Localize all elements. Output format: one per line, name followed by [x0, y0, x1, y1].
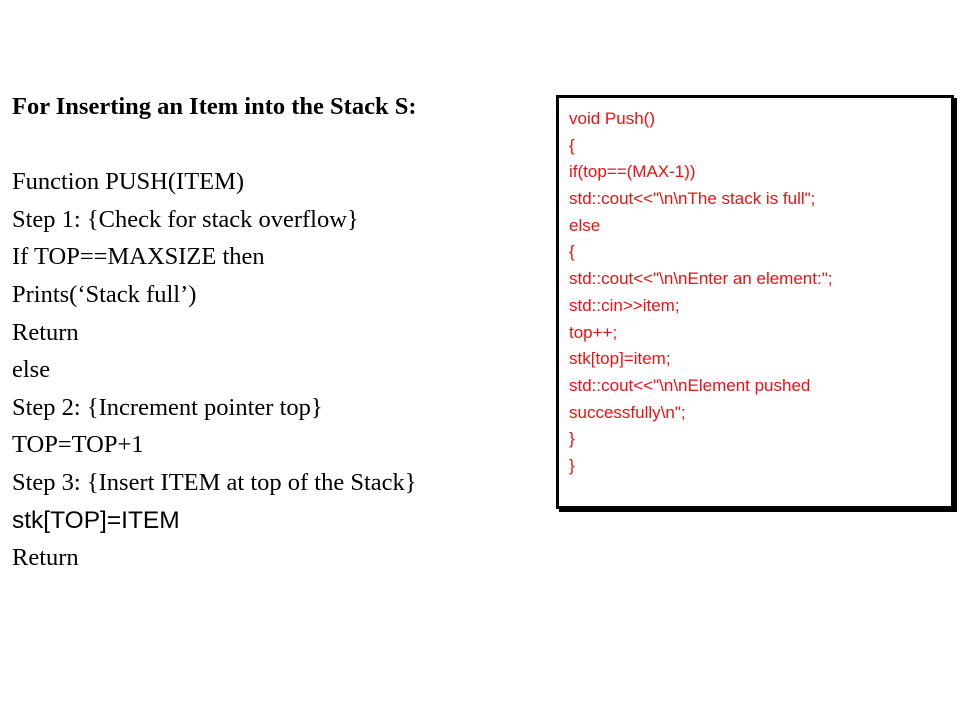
code-line: std::cout<<"\n\nEnter an element:";	[569, 269, 833, 289]
code-line: {	[569, 135, 575, 155]
algorithm-final-return: Return	[12, 544, 79, 572]
algorithm-return: Return	[12, 318, 79, 346]
algorithm-print-stack-full: Prints(‘Stack full’)	[12, 280, 197, 308]
code-line: else	[569, 215, 601, 235]
code-line: void Push()	[569, 109, 655, 128]
algorithm-else: else	[12, 356, 51, 384]
code-line: {	[569, 242, 575, 262]
algorithm-if-condition: If TOP==MAXSIZE then	[12, 243, 265, 271]
algorithm-assign-item: stk[TOP]=ITEM	[12, 506, 180, 534]
algorithm-title: For Inserting an Item into the Stack S:	[12, 93, 417, 120]
code-line: stk[top]=item;	[569, 349, 671, 369]
code-line: if(top==(MAX-1))	[569, 162, 696, 182]
algorithm-step-3: Step 3: {Insert ITEM at top of the Stack…	[12, 468, 417, 496]
code-line: top++;	[569, 322, 618, 342]
push-algorithm: For Inserting an Item into the Stack S: …	[12, 88, 552, 577]
algorithm-increment-top: TOP=TOP+1	[12, 431, 144, 459]
push-code-listing: void Push() { if(top==(MAX-1)) std::cout…	[569, 106, 832, 480]
algorithm-blank-line	[12, 126, 552, 164]
code-box: void Push() { if(top==(MAX-1)) std::cout…	[556, 95, 954, 509]
code-line: std::cout<<"\n\nThe stack is full";	[569, 189, 816, 209]
algorithm-step-1: Step 1: {Check for stack overflow}	[12, 205, 359, 233]
algorithm-step-2: Step 2: {Increment pointer top}	[12, 393, 323, 421]
code-line: std::cout<<"\n\nElement pushed	[569, 375, 811, 395]
code-line: successfully\n";	[569, 402, 686, 422]
code-line: std::cin>>item;	[569, 295, 680, 315]
algorithm-function-header: Function PUSH(ITEM)	[12, 168, 245, 196]
code-line: }	[569, 455, 575, 475]
code-line: }	[569, 429, 575, 449]
